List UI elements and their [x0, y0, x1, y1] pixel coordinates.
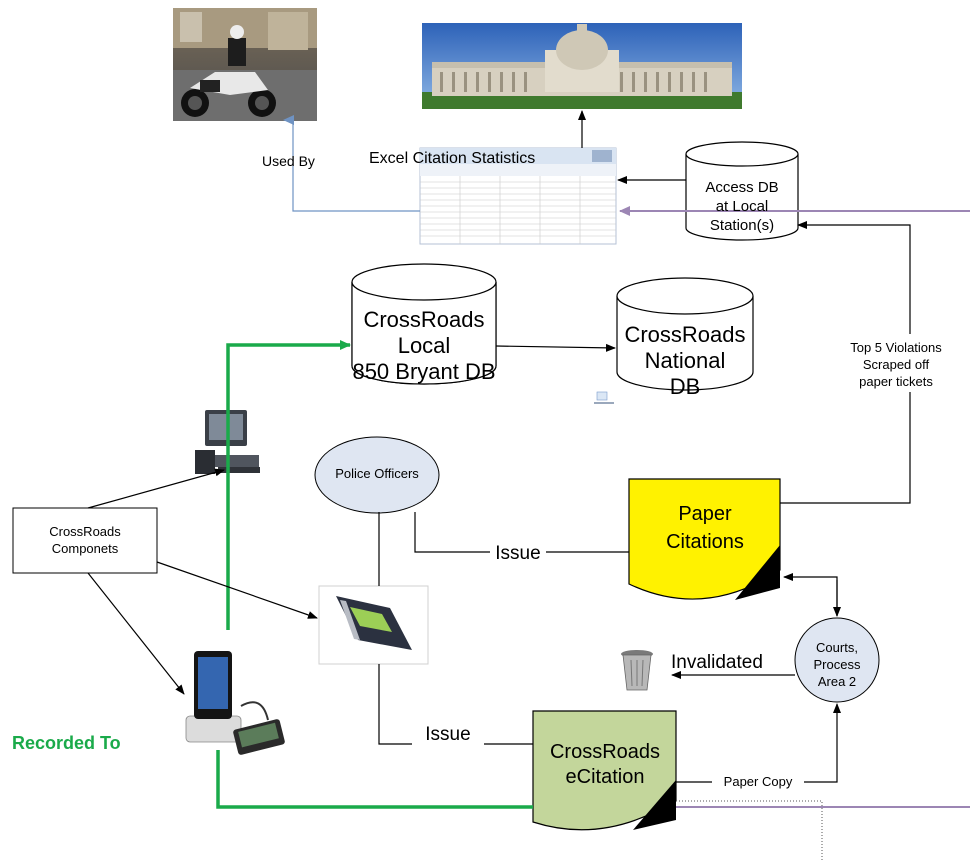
- used-by-label: Used By: [262, 153, 315, 169]
- crossroads-local-line1: CrossRoads: [363, 307, 484, 332]
- access-db-cylinder: [685, 141, 799, 241]
- components-to-ipod-arrow: [87, 572, 185, 695]
- access-db-label-line3: Station(s): [710, 217, 774, 234]
- components-to-computer-arrow: [87, 468, 225, 509]
- ipod-dock-printer-icon: [185, 651, 285, 755]
- components-to-handheld-arrow: [156, 561, 318, 619]
- invalidated-label: Invalidated: [671, 652, 763, 673]
- officers-to-paper-line: [414, 512, 629, 553]
- dotted-region: [676, 800, 823, 860]
- top-violations-line3: paper tickets: [859, 374, 933, 389]
- courts-line2: Process: [814, 657, 861, 672]
- issue-top-label: Issue: [495, 543, 540, 564]
- local-to-national-arrow: [495, 343, 616, 352]
- recorded-to-label: Recorded To: [12, 733, 121, 753]
- courts-line3: Area 2: [818, 674, 856, 689]
- ecitation-document: [532, 710, 677, 831]
- small-image-placeholder: [594, 391, 614, 404]
- crossroads-components-box: [12, 507, 158, 574]
- city-hall-photo: [422, 23, 742, 109]
- access-db-label-line1: Access DB: [705, 179, 778, 196]
- paper-citations-document: [628, 478, 781, 600]
- components-label-line1: CrossRoads: [49, 524, 121, 539]
- green-to-local-db: [226, 340, 351, 630]
- paper-citations-line2: Citations: [666, 531, 744, 553]
- used-by-arrow: [283, 115, 420, 212]
- excel-spreadsheet-thumbnail: [419, 147, 617, 245]
- crossroads-national-line3: DB: [670, 374, 701, 399]
- trash-can-icon: [621, 650, 653, 691]
- excel-citation-statistics-label: Excel Citation Statistics: [369, 150, 535, 167]
- police-officers-label: Police Officers: [335, 466, 419, 481]
- courts-line1: Courts,: [816, 640, 858, 655]
- paper-copy-arrow: [676, 703, 841, 783]
- green-recorded-to-path: [216, 750, 533, 809]
- desktop-computer-icon: [195, 410, 260, 474]
- top-violations-line2: Scraped off: [863, 357, 930, 372]
- police-officers-ellipse: [314, 436, 440, 514]
- crossroads-local-db-cylinder: [351, 263, 497, 385]
- ecitation-line2: eCitation: [566, 766, 645, 788]
- top-violations-line1: Top 5 Violations: [850, 340, 942, 355]
- police-motorcycle-photo: [173, 8, 317, 121]
- crossroads-national-line1: CrossRoads: [624, 322, 745, 347]
- paper-citations-line1: Paper: [678, 503, 732, 525]
- components-label-line2: Componets: [52, 541, 119, 556]
- crossroads-national-line2: National: [645, 348, 726, 373]
- courts-ellipse: [794, 617, 880, 703]
- paper-courts-arrow: [783, 573, 838, 616]
- issue-bottom-label: Issue: [425, 724, 470, 745]
- crossroads-national-db-cylinder: [616, 277, 754, 391]
- ecitation-line1: CrossRoads: [550, 741, 660, 763]
- crossroads-local-line3: 850 Bryant DB: [352, 359, 495, 384]
- crossroads-local-line2: Local: [398, 333, 451, 358]
- paper-copy-label: Paper Copy: [724, 774, 793, 789]
- access-db-label-line2: at Local: [716, 198, 769, 215]
- handheld-citation-device-icon: [318, 585, 429, 665]
